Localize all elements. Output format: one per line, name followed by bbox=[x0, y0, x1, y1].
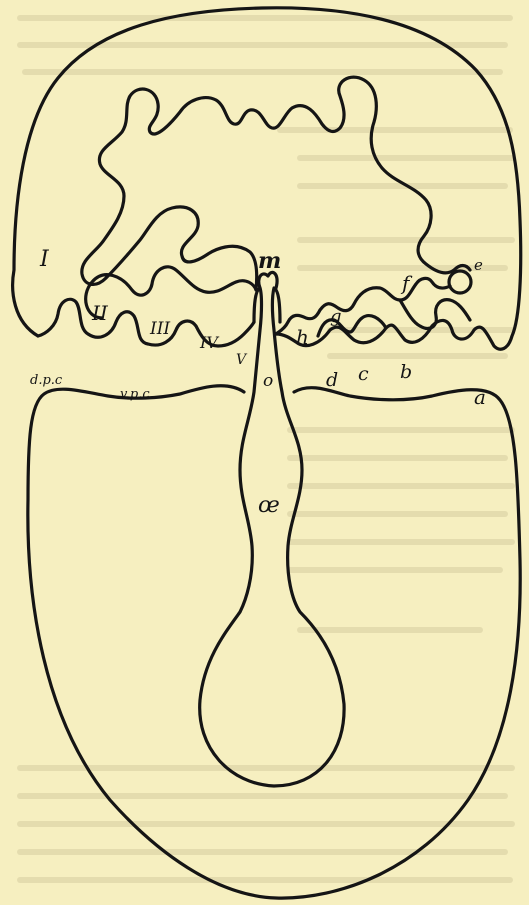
label-d: d bbox=[326, 369, 338, 391]
head-outline bbox=[13, 8, 521, 349]
label-arch-IV: IV bbox=[199, 333, 219, 352]
label-dpc: d.p.c bbox=[30, 373, 63, 388]
gill-arch-margin bbox=[38, 299, 254, 346]
label-o: o bbox=[263, 371, 273, 391]
optic-bulb bbox=[449, 271, 471, 293]
label-vpc: v.p.c. bbox=[120, 387, 154, 402]
label-a: a bbox=[474, 385, 486, 409]
paper-texture bbox=[20, 18, 512, 880]
label-oe: œ bbox=[258, 493, 280, 518]
label-arch-I: I bbox=[39, 247, 50, 272]
label-arch-II: II bbox=[91, 301, 109, 325]
lower-arch-lobes bbox=[400, 300, 470, 329]
label-m: m bbox=[258, 248, 281, 274]
label-h: h bbox=[296, 325, 309, 349]
gut-left-wall bbox=[200, 288, 344, 786]
label-arch-III: III bbox=[149, 319, 170, 339]
label-arch-V: V bbox=[236, 352, 248, 368]
label-g: g bbox=[330, 306, 342, 327]
mouth-opening bbox=[259, 272, 277, 288]
label-c: c bbox=[358, 363, 369, 385]
label-b: b bbox=[400, 361, 412, 383]
label-e: e bbox=[474, 256, 483, 274]
